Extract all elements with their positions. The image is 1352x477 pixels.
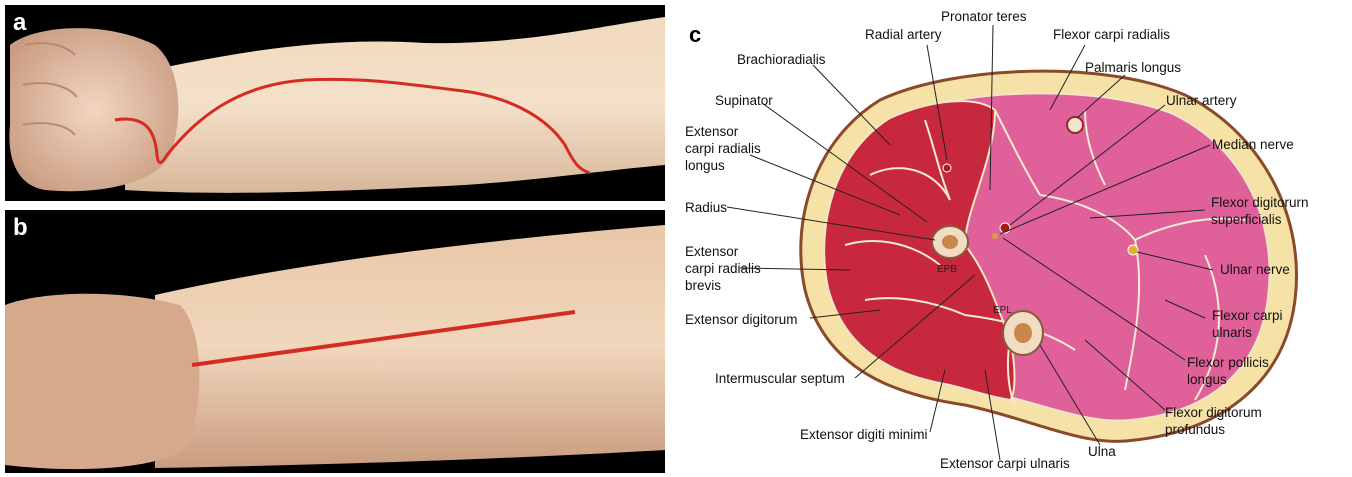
panel-label-c: c — [689, 22, 701, 48]
label-flexor-carpi-radialis: Flexor carpi radialis — [1053, 27, 1170, 43]
photo-panel-a: a — [5, 5, 665, 201]
label-intermuscular-septum: Intermuscular septum — [715, 371, 845, 387]
label-supinator: Supinator — [715, 93, 773, 109]
label-pronator-teres: Pronator teres — [941, 9, 1027, 25]
label-extensor-digiti-minimi: Extensor digiti minimi — [800, 427, 928, 443]
label-ecrb-line3: brevis — [685, 278, 721, 294]
label-fcu-line2: ulnaris — [1212, 325, 1252, 341]
label-ecrl-line3: longus — [685, 158, 725, 174]
radius-marrow — [942, 235, 958, 249]
ulna-marrow — [1014, 323, 1032, 343]
palmaris-longus-tendon — [1067, 117, 1083, 133]
epl-label: EPL — [993, 305, 1012, 316]
median-nerve-structure — [992, 233, 998, 239]
label-ecrb-line1: Extensor — [685, 244, 738, 260]
panel-label-b: b — [13, 214, 28, 242]
panel-label-a: a — [13, 9, 26, 37]
label-fds-line2: superficialis — [1211, 212, 1282, 228]
label-ulnar-nerve: Ulnar nerve — [1220, 262, 1290, 278]
label-fdp-line1: Flexor digitorum — [1165, 405, 1262, 421]
forearm-photo-a — [5, 5, 665, 201]
label-fdp-line2: profundus — [1165, 422, 1225, 438]
label-ecrl-line2: carpi radialis — [685, 141, 761, 157]
label-radius: Radius — [685, 200, 727, 216]
label-fpl-line1: Flexor pollicis — [1187, 355, 1269, 371]
label-ulna: Ulna — [1088, 444, 1116, 460]
label-extensor-carpi-ulnaris: Extensor carpi ulnaris — [940, 456, 1070, 472]
fist — [9, 28, 178, 191]
label-fds-line1: Flexor digitorurn — [1211, 195, 1309, 211]
cross-section-diagram: EPB EPL Radial artery Pronator teres Fle… — [665, 0, 1352, 477]
fist — [5, 294, 199, 469]
label-ulnar-artery: Ulnar artery — [1166, 93, 1237, 109]
label-extensor-digitorum: Extensor digitorum — [685, 312, 798, 328]
label-median-nerve: Median nerve — [1212, 137, 1294, 153]
label-ecrb-line2: carpi radialis — [685, 261, 761, 277]
label-fcu-line1: Flexor carpi — [1212, 308, 1283, 324]
label-ecrl-line1: Extensor — [685, 124, 738, 140]
photo-panel-b: b — [5, 210, 665, 473]
label-palmaris-longus: Palmaris longus — [1085, 60, 1181, 76]
ulnar-nerve-structure — [1128, 245, 1138, 255]
label-brachioradialis: Brachioradialis — [737, 52, 826, 68]
label-fpl-line2: longus — [1187, 372, 1227, 388]
forearm-photo-b — [5, 210, 665, 473]
radial-artery-vessel — [943, 164, 951, 172]
label-radial-artery: Radial artery — [865, 27, 942, 43]
epb-label: EPB — [937, 264, 957, 275]
